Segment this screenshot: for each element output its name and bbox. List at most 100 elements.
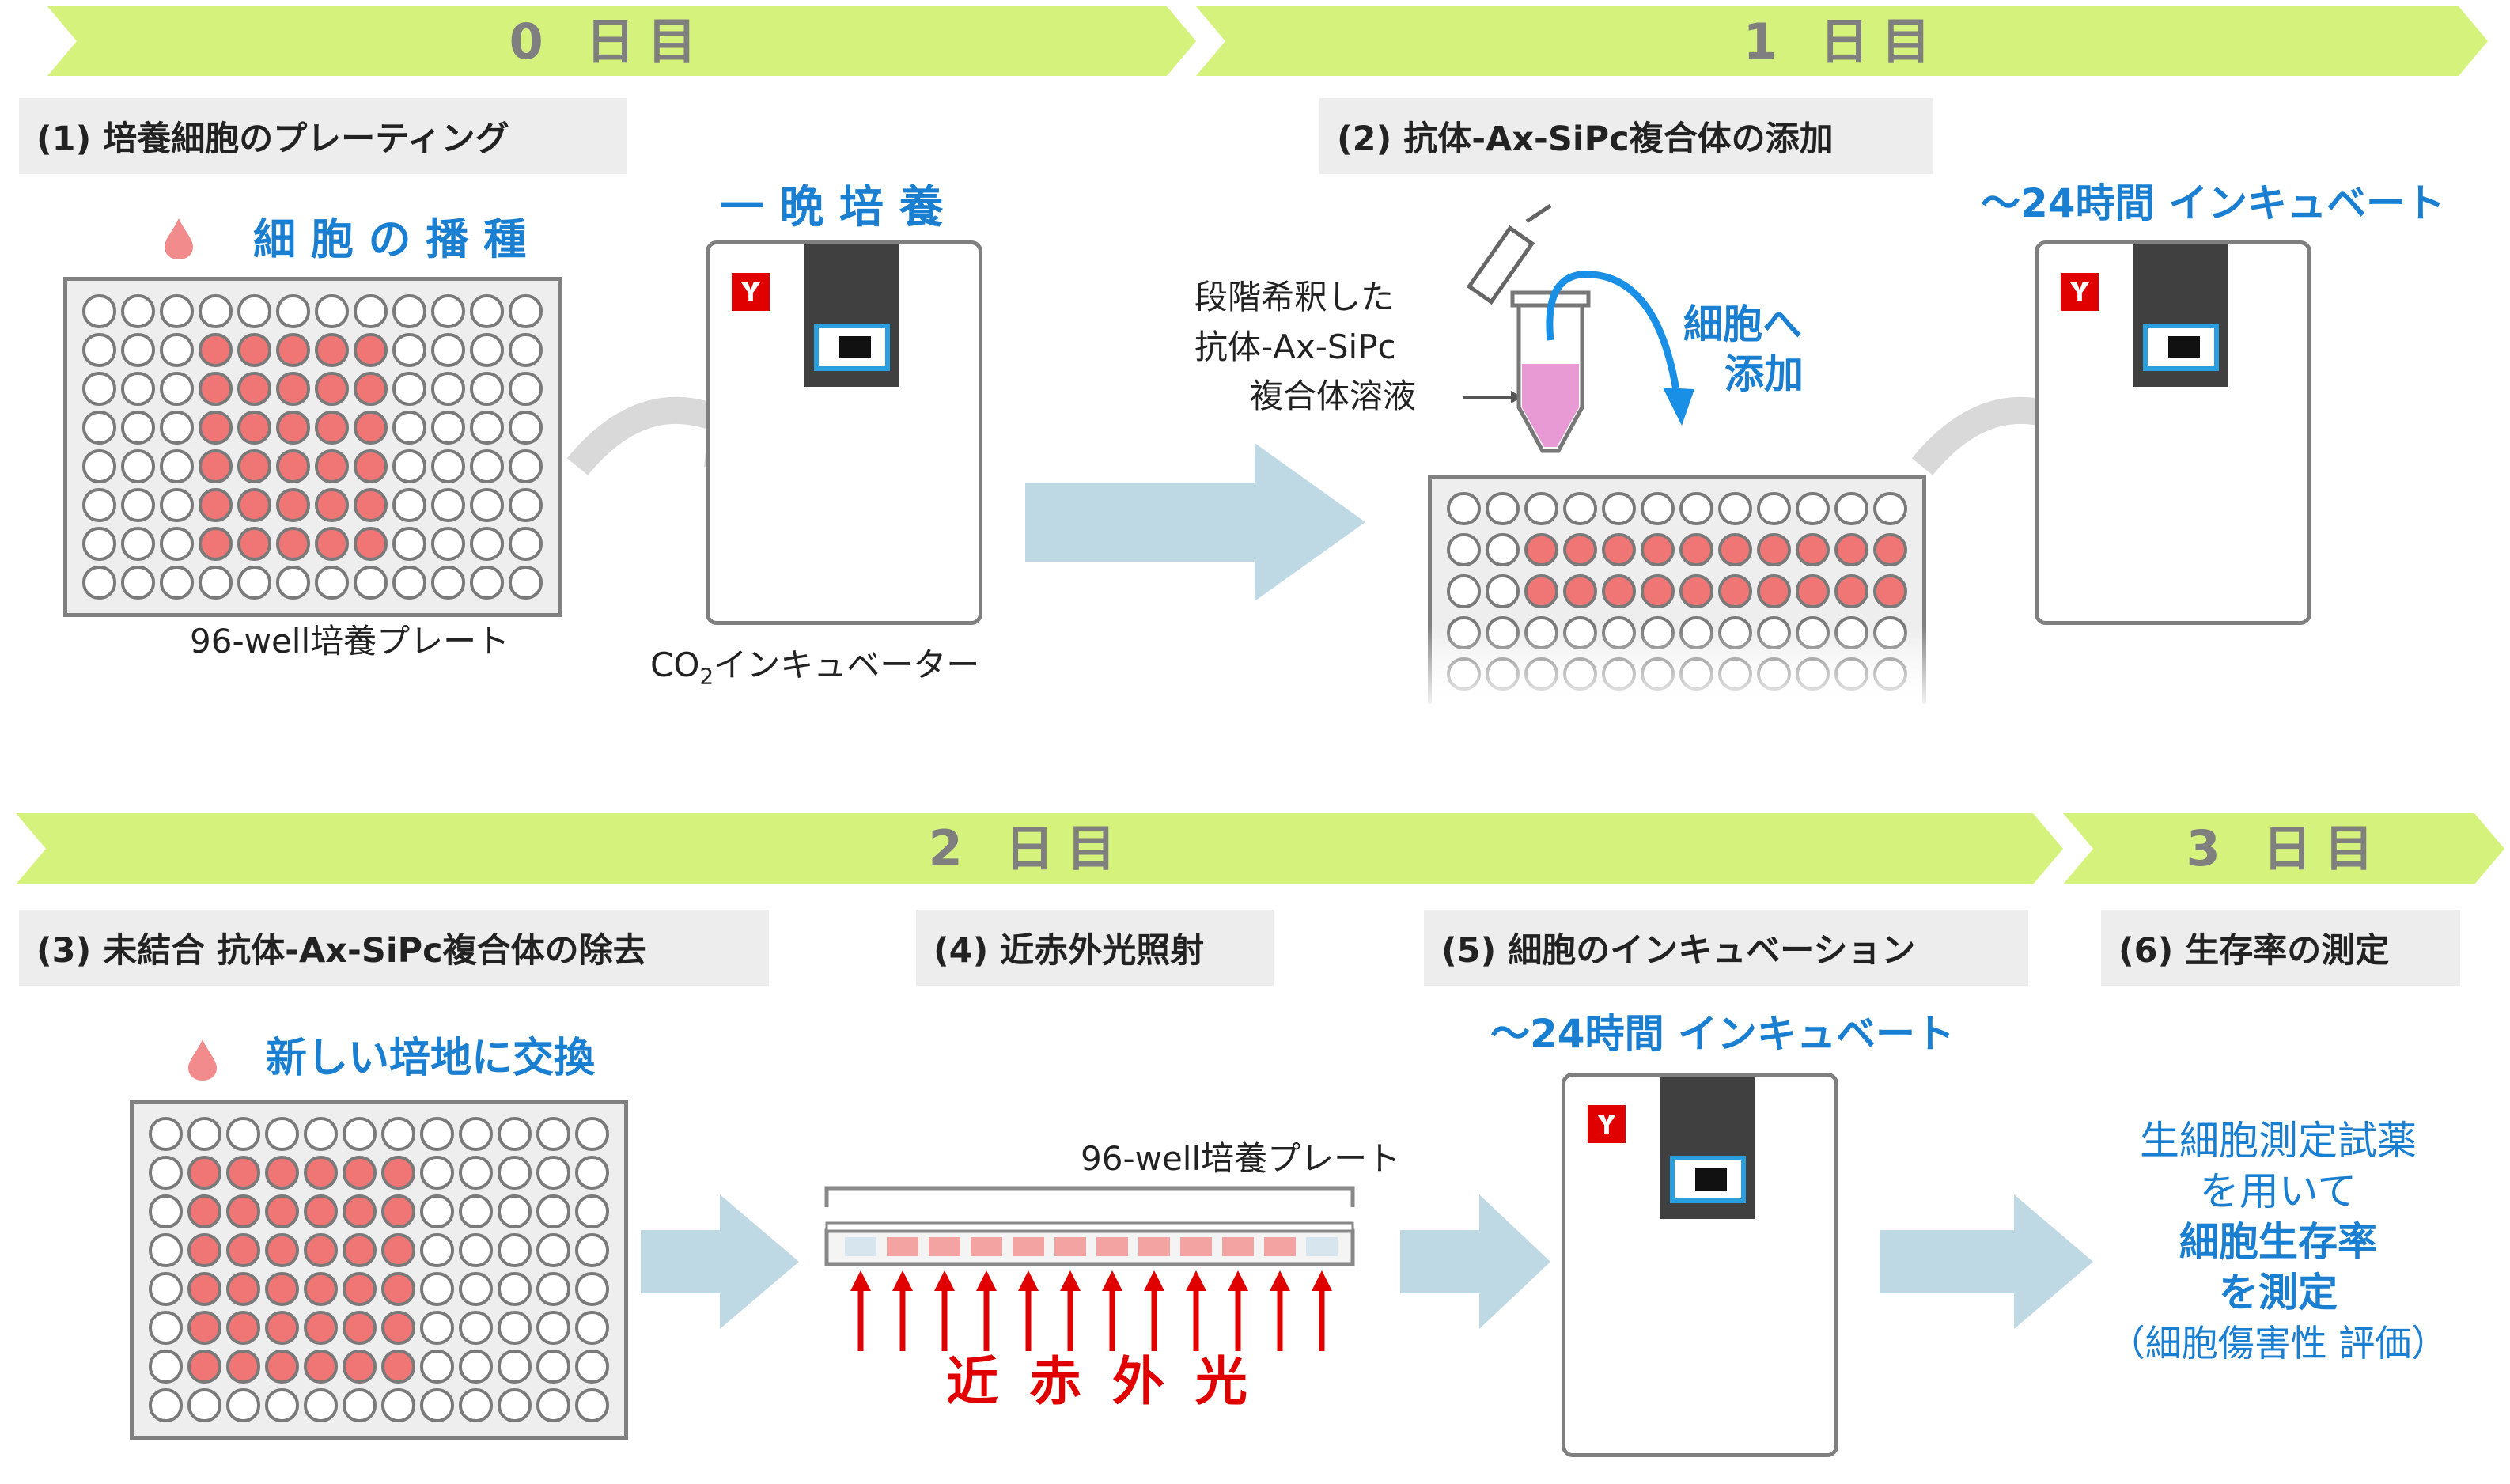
well-empty [1641, 492, 1675, 526]
well-with-cells [354, 333, 388, 367]
well-with-cells [265, 1233, 299, 1267]
plate-96-label-b: 96-well培養プレート [1081, 1139, 1401, 1178]
well-empty [536, 1311, 570, 1345]
to-cells-label-1: 細胞へ [1683, 301, 1802, 347]
well-empty [509, 449, 543, 483]
side-well [1096, 1237, 1128, 1256]
well-with-cells [354, 449, 388, 483]
well-with-cells [304, 1272, 338, 1306]
well-with-cells [354, 488, 388, 522]
well-empty [575, 1311, 609, 1345]
well-with-cells [226, 1272, 260, 1306]
banner-day0-shape [47, 6, 1196, 76]
well-empty [1602, 492, 1636, 526]
nir-arrow [976, 1270, 997, 1351]
well-empty [536, 1194, 570, 1228]
well-with-cells [343, 1350, 377, 1384]
side-well [1054, 1237, 1086, 1256]
well-empty [470, 294, 504, 328]
well-empty [1447, 492, 1481, 526]
well-empty [536, 1272, 570, 1306]
well-empty [536, 1156, 570, 1190]
well-empty [392, 566, 426, 600]
well-with-cells [1602, 574, 1636, 608]
side-well [1264, 1237, 1296, 1256]
well-empty [276, 294, 310, 328]
pipette-and-tube [1463, 203, 1694, 453]
well-empty [343, 1117, 377, 1151]
well-with-cells [199, 527, 233, 561]
nir-arrow [1102, 1270, 1122, 1351]
well-with-cells [187, 1233, 221, 1267]
well-with-cells [187, 1272, 221, 1306]
well-empty [470, 527, 504, 561]
well-with-cells [199, 372, 233, 406]
reagent-line-5: （細胞傷害性 評価） [2108, 1322, 2448, 1365]
well-empty [354, 566, 388, 600]
well-with-cells [265, 1156, 299, 1190]
well-empty [459, 1350, 493, 1384]
well-empty [575, 1350, 609, 1384]
side-well [845, 1237, 876, 1256]
well-empty [470, 411, 504, 445]
well-with-cells [265, 1194, 299, 1228]
well-empty [121, 449, 155, 483]
well-empty [199, 294, 233, 328]
well-empty [431, 527, 465, 561]
reagent-line-3: 細胞生存率 [2179, 1219, 2377, 1265]
well-with-cells [1873, 574, 1907, 608]
nir-arrow [1186, 1270, 1206, 1351]
nir-arrow [934, 1270, 955, 1351]
incubator-logo [1588, 1105, 1626, 1143]
well-with-cells [1757, 533, 1791, 567]
well-empty [509, 411, 543, 445]
well-with-cells [265, 1272, 299, 1306]
well-empty [509, 372, 543, 406]
well-empty [160, 294, 194, 328]
flow-arrow-4 [1880, 1194, 2093, 1329]
well-empty [498, 1388, 532, 1422]
well-empty [121, 527, 155, 561]
well-empty [265, 1117, 299, 1151]
flow-arrow-1 [1025, 443, 1365, 601]
well-with-cells [1796, 533, 1830, 567]
well-with-cells [1718, 574, 1752, 608]
well-with-cells [381, 1350, 415, 1384]
well-empty [82, 566, 116, 600]
well-empty [498, 1272, 532, 1306]
well-empty [199, 566, 233, 600]
well-with-cells [315, 488, 349, 522]
well-with-cells [1563, 533, 1597, 567]
well-with-cells [276, 372, 310, 406]
well-empty [536, 1233, 570, 1267]
well-empty [149, 1233, 183, 1267]
well-empty [420, 1272, 454, 1306]
well-with-cells [1602, 533, 1636, 567]
well-empty [1834, 492, 1868, 526]
well-empty [420, 1156, 454, 1190]
plate-96-day2-wells [134, 1104, 624, 1436]
nir-arrow [1228, 1270, 1248, 1351]
nir-arrow [1018, 1270, 1039, 1351]
well-empty [121, 333, 155, 367]
well-empty [1718, 492, 1752, 526]
well-with-cells [276, 527, 310, 561]
well-empty [381, 1388, 415, 1422]
well-empty [149, 1388, 183, 1422]
well-empty [149, 1156, 183, 1190]
well-with-cells [237, 411, 271, 445]
incubator-logo [732, 273, 770, 311]
side-well [887, 1237, 918, 1256]
well-empty [149, 1350, 183, 1384]
well-empty [498, 1156, 532, 1190]
well-empty [575, 1388, 609, 1422]
well-empty [536, 1117, 570, 1151]
well-with-cells [187, 1350, 221, 1384]
reagent-line-1: 生細胞測定試薬 [2140, 1118, 2417, 1164]
well-empty [1679, 492, 1713, 526]
well-empty [420, 1194, 454, 1228]
well-empty [149, 1311, 183, 1345]
well-with-cells [1641, 574, 1675, 608]
well-empty [160, 527, 194, 561]
well-with-cells [276, 488, 310, 522]
